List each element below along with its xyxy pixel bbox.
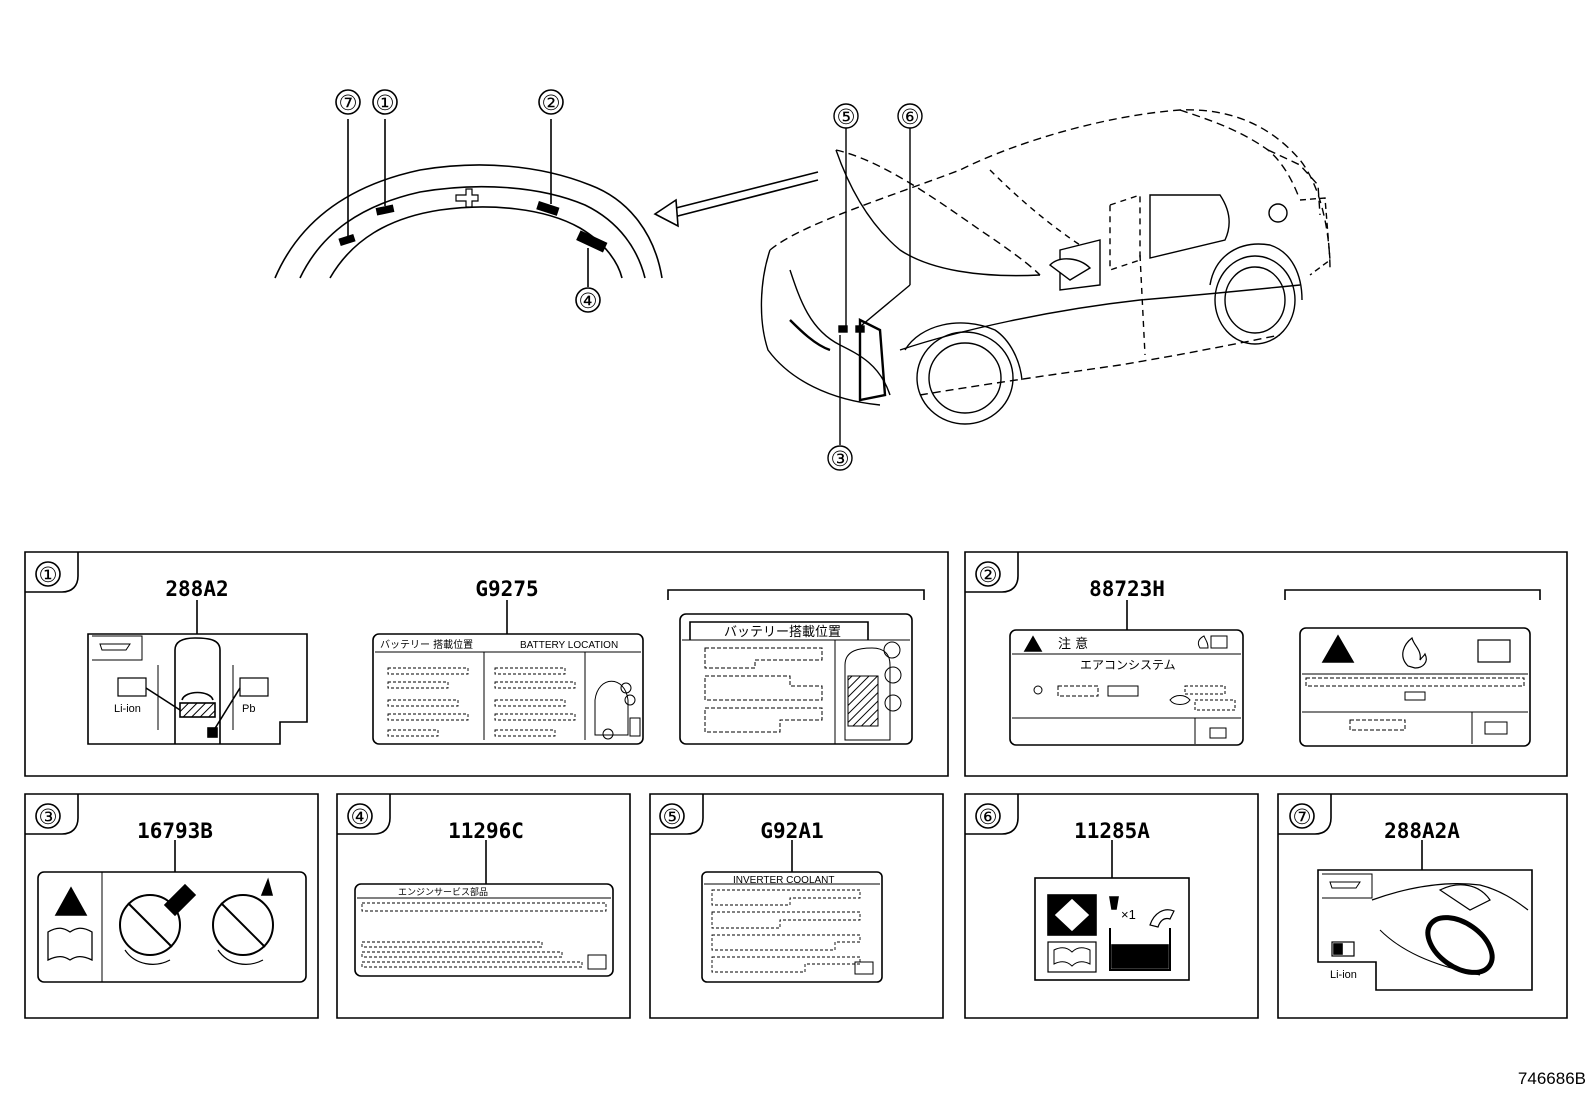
part-number-16793B: 16793B: [137, 819, 213, 843]
callout-4-num: ④: [579, 290, 598, 313]
battery-location-en: BATTERY LOCATION: [520, 640, 618, 651]
callout-1-top: [372, 89, 398, 115]
pb-text: Pb: [242, 703, 255, 715]
panel-3: [24, 793, 319, 1019]
callout-1-num: ①: [376, 92, 395, 115]
panel-2: [964, 551, 1568, 777]
part-number-11296C: 11296C: [448, 819, 524, 843]
view-arrow: [653, 171, 819, 228]
callout-7-top: [335, 89, 361, 115]
panel-1-num: ①: [39, 564, 58, 587]
part-number-G92A1: G92A1: [760, 819, 823, 843]
panel-6: [964, 793, 1259, 1019]
panel-2-num: ②: [979, 564, 998, 587]
aircon-system-jp: エアコンシステム: [1080, 658, 1176, 672]
panel-4-num: ④: [351, 806, 370, 829]
panel-3-num: ③: [39, 806, 58, 829]
panel-7: [1277, 793, 1568, 1019]
part-number-288A2A: 288A2A: [1384, 819, 1460, 843]
callout-6-num: ⑥: [901, 106, 920, 129]
callout-7-num: ⑦: [339, 92, 358, 115]
panel-4: [336, 793, 631, 1019]
document-number: 746686B: [1517, 1069, 1586, 1088]
hood-underside-view: [274, 89, 663, 313]
li-ion-text-7: Li-ion: [1330, 969, 1357, 981]
part-number-G9275: G9275: [475, 577, 538, 601]
battery-location-jp: バッテリー 搭載位置: [380, 638, 473, 651]
part-number-88723H: 88723H: [1089, 577, 1165, 601]
inverter-coolant-text: INVERTER COOLANT: [733, 875, 835, 886]
engine-service-parts-jp: エンジンサービス部品: [398, 886, 488, 898]
part-number-11285A: 11285A: [1074, 819, 1150, 843]
callout-5-num: ⑤: [837, 106, 856, 129]
panel-5-num: ⑤: [663, 806, 682, 829]
caution-jp: 注 意: [1058, 636, 1088, 652]
panel-6-num: ⑥: [979, 806, 998, 829]
panel-1: [24, 551, 949, 777]
callout-3-num: ③: [831, 448, 850, 471]
callout-2-num: ②: [542, 92, 561, 115]
panel-7-num: ⑦: [1293, 806, 1312, 829]
li-ion-text: Li-ion: [114, 703, 141, 715]
battery-location-jp-large: バッテリー搭載位置: [724, 624, 841, 640]
panel-5: [649, 793, 944, 1019]
x1-text: ×1: [1121, 907, 1136, 922]
callout-2-top: [538, 89, 564, 115]
vehicle-illustration: [760, 103, 1331, 471]
part-number-288A2: 288A2: [165, 577, 228, 601]
callout-4-top: [575, 287, 601, 313]
